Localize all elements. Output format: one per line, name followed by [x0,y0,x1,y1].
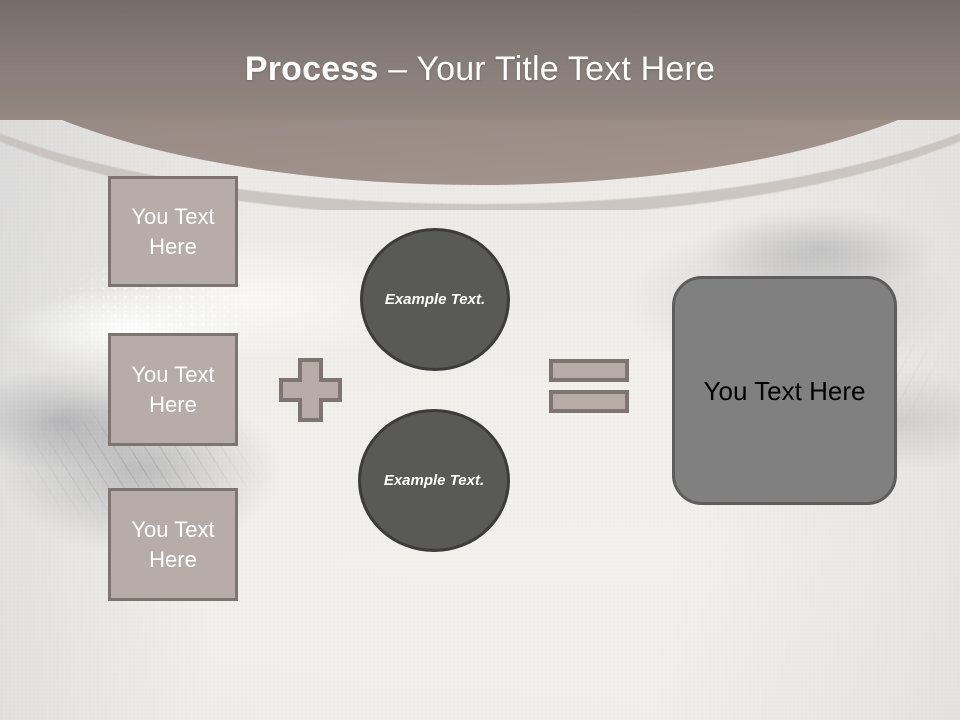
page-title-bold: Process [244,50,379,88]
result-box[interactable]: You Text Here [672,276,897,505]
input-box-2[interactable]: You Text Here [108,333,238,446]
header-banner [0,0,960,210]
page-title: Process – Your Title Text Here [0,47,960,91]
example-circle-2-label: Example Text. [383,471,485,489]
equals-icon [549,359,629,414]
example-circle-1[interactable]: Example Text. [360,228,510,371]
input-box-3[interactable]: You Text Here [108,488,238,601]
input-box-2-label: You Text Here [131,361,215,417]
result-box-label: You Text Here [703,375,866,406]
page-title-rest: – Your Title Text Here [378,50,716,88]
header-arc-rim [0,0,960,210]
plus-icon [279,358,342,422]
header-solid-top [0,0,960,120]
example-circle-2[interactable]: Example Text. [358,409,510,552]
equals-bar-top [549,359,629,382]
input-box-1-label: You Text Here [131,203,215,259]
input-box-3-label: You Text Here [131,516,215,572]
input-box-1[interactable]: You Text Here [108,176,238,287]
equals-bar-bottom [549,390,629,413]
example-circle-1-label: Example Text. [384,290,486,308]
